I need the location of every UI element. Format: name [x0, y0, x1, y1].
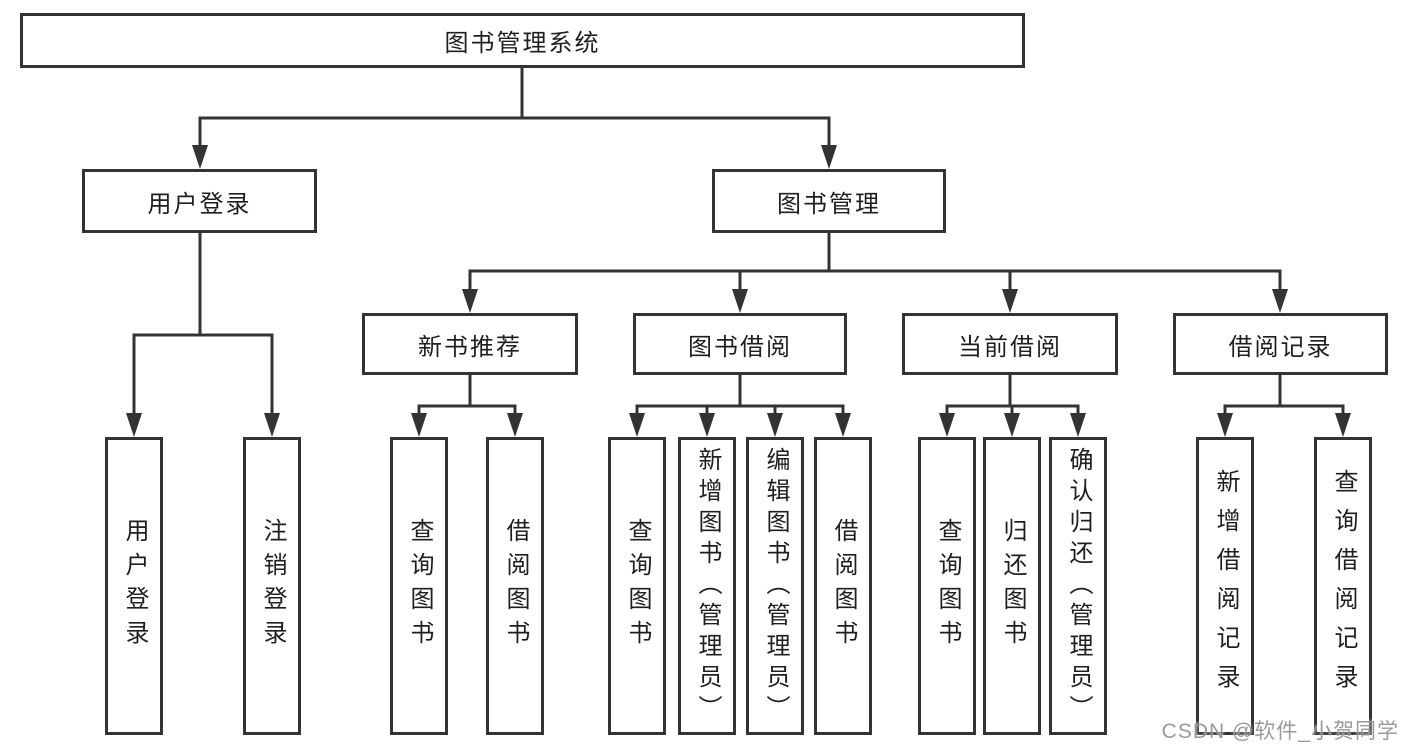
- node-new-book-recommend: 新书推荐: [362, 313, 578, 375]
- leaf-add-borrow-record: 新增借阅记录: [1196, 437, 1254, 735]
- node-user-login-label: 用户登录: [147, 190, 252, 218]
- node-book-borrowing: 图书借阅: [633, 313, 847, 375]
- node-library-system-label: 图书管理系统: [444, 30, 601, 57]
- leaf-confirm-return-admin: 确认归还（管理员）: [1049, 437, 1107, 735]
- leaf-add-books-admin-label: 新增图书（管理员）: [694, 446, 721, 726]
- node-book-borrowing-label: 图书借阅: [688, 333, 792, 361]
- leaf-edit-books-admin: 编辑图书（管理员）: [746, 437, 804, 735]
- node-book-management-label: 图书管理: [777, 190, 881, 218]
- leaf-add-books-admin: 新增图书（管理员）: [678, 437, 736, 735]
- leaf-recommend-borrow-books: 借阅图书: [486, 437, 544, 735]
- leaf-recommend-query-books-label: 查询图书: [406, 518, 433, 654]
- leaf-recommend-query-books: 查询图书: [390, 437, 448, 735]
- leaf-query-borrow-record: 查询借阅记录: [1314, 437, 1372, 735]
- leaf-current-query-books-label: 查询图书: [934, 518, 961, 654]
- leaf-borrow-books: 借阅图书: [814, 437, 872, 735]
- node-current-borrowing: 当前借阅: [902, 313, 1118, 375]
- node-library-system: 图书管理系统: [20, 13, 1025, 68]
- node-borrowing-records-label: 借阅记录: [1228, 333, 1333, 361]
- leaf-edit-books-admin-label: 编辑图书（管理员）: [762, 446, 789, 726]
- leaf-borrow-books-label: 借阅图书: [830, 518, 857, 654]
- leaf-logout: 注销登录: [243, 437, 301, 735]
- leaf-return-books-label: 归还图书: [999, 518, 1026, 654]
- leaf-return-books: 归还图书: [983, 437, 1041, 735]
- leaf-query-borrow-record-label: 查询借阅记录: [1330, 469, 1357, 703]
- leaf-user-login: 用户登录: [105, 437, 163, 735]
- csdn-watermark: CSDN @软件_小贺同学: [1161, 720, 1399, 743]
- node-new-book-recommend-label: 新书推荐: [418, 333, 522, 361]
- leaf-add-borrow-record-label: 新增借阅记录: [1212, 469, 1239, 703]
- node-current-borrowing-label: 当前借阅: [958, 333, 1062, 361]
- leaf-borrowing-query-books-label: 查询图书: [624, 518, 651, 654]
- leaf-borrowing-query-books: 查询图书: [608, 437, 666, 735]
- node-book-management: 图书管理: [712, 169, 946, 233]
- leaf-user-login-label: 用户登录: [121, 518, 148, 654]
- leaf-current-query-books: 查询图书: [918, 437, 976, 735]
- leaf-confirm-return-admin-label: 确认归还（管理员）: [1065, 446, 1092, 726]
- node-borrowing-records: 借阅记录: [1173, 313, 1388, 375]
- leaf-logout-label: 注销登录: [259, 518, 286, 654]
- node-user-login: 用户登录: [82, 169, 317, 233]
- leaf-recommend-borrow-books-label: 借阅图书: [502, 518, 529, 654]
